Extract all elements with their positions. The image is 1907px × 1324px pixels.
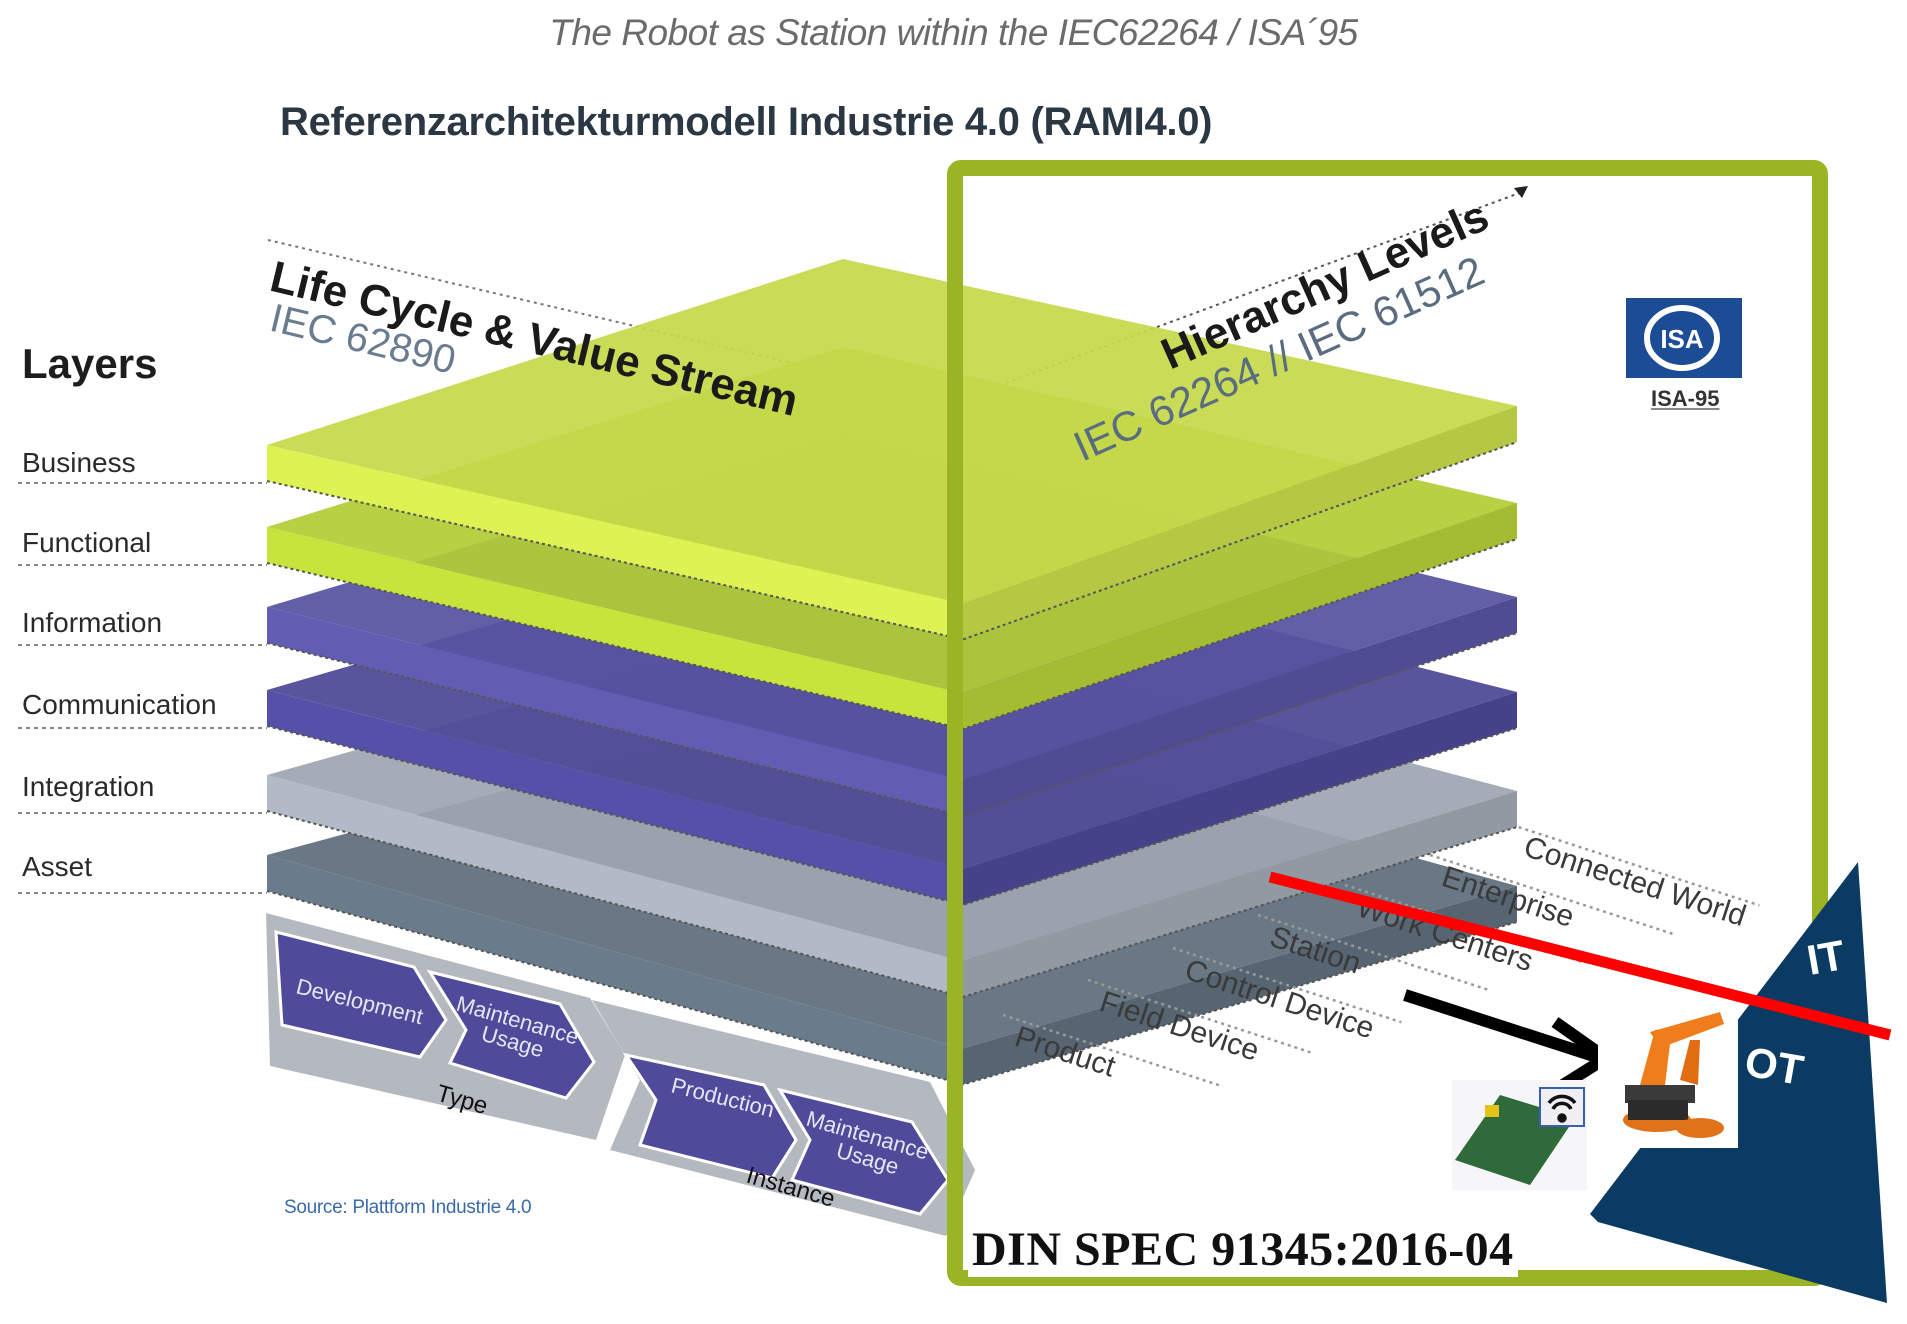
hierarchy-level-guide <box>1429 853 1673 935</box>
life-cycle-type-band <box>266 913 625 1140</box>
layer-label-business: Business <box>22 447 136 478</box>
hierarchy-level-guide <box>1511 823 1760 907</box>
industrial-robot-arm-icon <box>1625 1085 1695 1103</box>
it-ot-divider-line <box>1268 871 1892 1041</box>
slab-front-left-face <box>267 445 963 640</box>
layer-guide-lines <box>18 482 267 894</box>
slab-front-left-face <box>267 855 963 1085</box>
isa-95-label: ISA-95 <box>1651 386 1720 411</box>
stage-maintenance-usage-type <box>426 969 596 1100</box>
hierarchy-axis-arrowhead <box>1514 186 1528 198</box>
station-arrow <box>1403 989 1617 1096</box>
source-note: Source: Plattform Industrie 4.0 <box>284 1197 532 1218</box>
diagram-title: Referenzarchitekturmodell Industrie 4.0 … <box>280 100 1213 144</box>
layer-slabs <box>266 259 1518 1086</box>
slab-top-face <box>267 259 1517 604</box>
slab-front-left-face <box>267 527 963 729</box>
wifi-icon <box>1547 1094 1577 1123</box>
isa-logo-icon: ISA <box>1644 305 1720 371</box>
slab-front-left-face <box>267 690 963 905</box>
raspberry-pi-board <box>1452 1080 1587 1190</box>
hierarchy-level-guide <box>1002 1013 1223 1088</box>
slab-bottom-dotted-edge <box>266 725 1518 907</box>
slab-front-right-face <box>963 791 1517 997</box>
slab-front-left-face <box>267 775 963 997</box>
isa-logo: ISA <box>1626 298 1742 378</box>
ot-label: OT <box>1741 1038 1807 1094</box>
hierarchy-level-guide <box>1172 946 1402 1024</box>
highlight-frame <box>947 160 1828 1286</box>
svg-text:ISA: ISA <box>1660 324 1704 354</box>
layer-label-integration: Integration <box>22 771 155 802</box>
slab-bottom-dotted-edge <box>266 632 1518 818</box>
layer-label-functional: Functional <box>22 527 152 558</box>
layer-label-asset: Asset <box>22 851 93 882</box>
layers-heading: Layers <box>22 340 158 387</box>
robot-photo <box>1598 1010 1738 1148</box>
layer-slab-business <box>266 259 1518 641</box>
life-cycle-instance-band <box>592 1000 975 1236</box>
slab-front-right-face <box>963 886 1517 1085</box>
slab-front-right-face <box>963 406 1517 640</box>
slab-front-right-face <box>963 597 1517 816</box>
stage-development <box>274 930 448 1059</box>
stage-production <box>622 1052 798 1180</box>
layer-label-information: Information <box>22 607 163 638</box>
slab-front-right-face <box>963 692 1517 905</box>
stage-maintenance-usage-instance <box>776 1087 950 1216</box>
slab-front-left-face <box>267 607 963 816</box>
it-label: IT <box>1803 931 1848 984</box>
hierarchy-level-guide <box>1257 913 1492 992</box>
din-spec-label: DIN SPEC 91345:2016-04 <box>968 1222 1518 1277</box>
slab-front-right-face <box>963 503 1517 729</box>
slab-bottom-dotted-edge <box>266 441 1518 641</box>
it-ot-triangle <box>1590 862 1887 1303</box>
layer-label-communication: Communication <box>22 689 217 720</box>
figure-caption: The Robot as Station within the IEC62264… <box>549 12 1358 53</box>
